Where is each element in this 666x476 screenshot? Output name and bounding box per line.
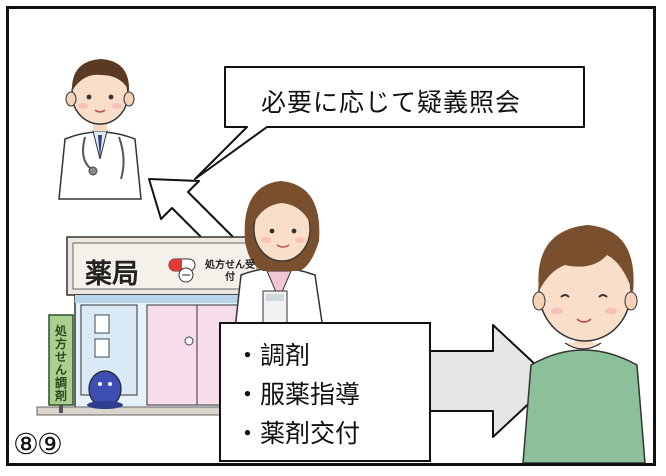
capsule-icon — [168, 258, 196, 283]
mascot-character — [87, 370, 123, 409]
pharmacy-sign-title: 薬局 — [85, 259, 139, 290]
speech-bubble-text: 必要に応じて疑義照会 — [260, 88, 521, 117]
pharmacy-sign-subtitle: 処方せん受付 — [205, 260, 255, 283]
speech-bubble — [194, 66, 585, 180]
vertical-pharmacy-sign: 処方せん調剤 — [54, 324, 67, 403]
pharmacist-illustration — [234, 181, 324, 330]
patient-illustration — [522, 225, 646, 463]
doctor-illustration — [58, 59, 142, 200]
task-item-medication-guidance: 服薬指導 — [235, 375, 429, 414]
task-list-box: 調剤 服薬指導 薬剤交付 — [219, 322, 431, 462]
task-item-dispensing: 調剤 — [235, 336, 429, 375]
comic-panel: 必要に応じて疑義照会 薬局 処方せん受付 処方せん調剤 調剤 服薬指導 薬剤交付… — [6, 6, 656, 466]
scene-illustration — [36, 59, 646, 463]
delivery-arrow — [422, 324, 554, 438]
panel-number: ⑧⑨ — [13, 427, 63, 461]
task-item-drug-delivery: 薬剤交付 — [235, 414, 429, 453]
